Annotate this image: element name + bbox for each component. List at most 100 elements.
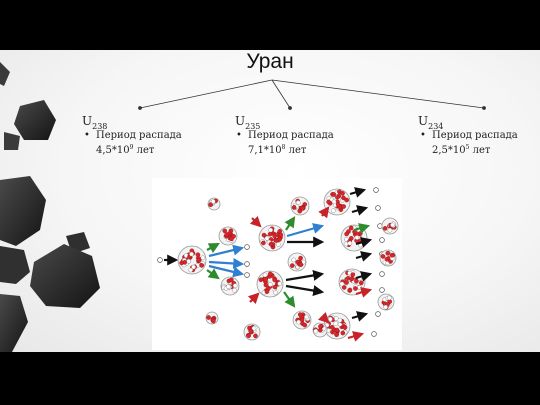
neutron-icon — [188, 267, 194, 273]
title-connectors — [138, 79, 486, 110]
isotope-symbol-u238: U238 — [82, 114, 108, 131]
proton-icon — [206, 315, 211, 320]
neutron-icon — [354, 235, 360, 240]
neutron-icon — [343, 241, 349, 247]
proton-icon — [344, 280, 349, 285]
neutron-icon — [386, 295, 392, 301]
arrow-icon — [247, 292, 260, 305]
proton-icon — [344, 197, 350, 203]
half-life-exponent: 5 — [465, 144, 470, 151]
proton-icon — [329, 324, 335, 330]
proton-icon — [353, 286, 358, 291]
proton-icon — [297, 208, 303, 214]
proton-icon — [298, 262, 304, 267]
proton-icon — [272, 233, 278, 239]
neutron-icon — [330, 208, 336, 214]
proton-icon — [358, 280, 364, 286]
proton-icon — [385, 250, 391, 256]
arrow-icon — [318, 206, 330, 219]
proton-icon — [297, 312, 303, 317]
arrow-icon — [349, 187, 367, 198]
arrow-icon — [206, 268, 220, 280]
proton-icon — [196, 258, 202, 263]
neutron-icon — [331, 199, 337, 205]
arrow-icon — [208, 244, 245, 258]
proton-icon — [291, 205, 297, 210]
arrow-icon — [283, 291, 296, 308]
proton-icon — [334, 327, 340, 333]
neutron-icon — [379, 271, 385, 277]
half-life-exponent: 8 — [281, 144, 286, 151]
half-life-u235: •Период распада 7,1*108 лет — [236, 130, 334, 157]
neutron-icon — [200, 255, 206, 261]
neutron-icon — [390, 222, 395, 228]
proton-icon — [341, 204, 346, 209]
chain-reaction-illustration — [157, 187, 399, 342]
arrow-icon — [285, 270, 325, 282]
proton-icon — [302, 322, 308, 328]
proton-icon — [331, 192, 337, 197]
neutron-icon — [275, 242, 281, 247]
arrow-icon — [355, 287, 373, 298]
arrow-icon — [208, 264, 245, 278]
neutron-icon — [313, 328, 319, 334]
connector-end-icon — [288, 106, 292, 110]
arrow-icon — [249, 215, 262, 228]
neutron-icon — [333, 321, 339, 327]
arrow-icon — [208, 257, 245, 269]
proton-icon — [344, 231, 349, 237]
half-life-u234: •Период распада 2,5*105 лет — [420, 130, 518, 157]
arrow-icon — [284, 216, 296, 231]
half-life-value: 4,5*10 — [96, 145, 130, 156]
slide-title: Уран — [246, 50, 294, 73]
neutron-icon — [357, 285, 362, 290]
proton-icon — [347, 287, 353, 293]
mass-number: 238 — [92, 122, 108, 131]
proton-icon — [261, 240, 266, 246]
proton-icon — [278, 232, 284, 238]
proton-icon — [268, 241, 274, 247]
arrow-icon — [286, 223, 325, 238]
proton-icon — [341, 285, 347, 290]
proton-icon — [289, 263, 295, 268]
isotope-symbol-u235: U235 — [235, 114, 260, 131]
arrow-icon — [353, 223, 371, 234]
connector-end-icon — [138, 106, 142, 110]
neutron-icon — [232, 287, 237, 293]
proton-icon — [334, 332, 339, 338]
neutron-icon — [189, 251, 194, 257]
proton-icon — [248, 328, 254, 334]
half-life-unit: лет — [136, 145, 155, 156]
proton-icon — [298, 255, 303, 261]
neutron-icon — [251, 325, 257, 331]
neutron-icon — [375, 311, 381, 317]
bullet-icon: • — [420, 130, 426, 141]
proton-icon — [340, 330, 346, 336]
neutron-icon — [339, 281, 345, 287]
neutron-icon — [337, 317, 343, 323]
proton-icon — [229, 277, 234, 283]
arrow-icon — [317, 311, 330, 324]
proton-icon — [208, 202, 213, 207]
proton-icon — [341, 195, 346, 201]
neutron-icon — [379, 287, 385, 293]
decorative-cubes — [0, 62, 100, 352]
neutron-icon — [291, 257, 297, 263]
proton-icon — [272, 277, 278, 283]
proton-icon — [389, 252, 395, 258]
arrow-icon — [355, 251, 373, 262]
neutron-icon — [375, 205, 381, 211]
neutron-icon — [191, 264, 196, 270]
bullet-icon: • — [84, 130, 90, 141]
neutron-icon — [244, 272, 250, 278]
cube-icon — [0, 62, 10, 86]
mass-number: 234 — [428, 122, 444, 131]
neutron-icon — [277, 281, 282, 286]
proton-icon — [231, 233, 236, 239]
connector-end-icon — [482, 106, 486, 110]
proton-icon — [380, 254, 386, 259]
proton-icon — [263, 277, 268, 282]
proton-icon — [228, 228, 234, 234]
neutron-icon — [264, 235, 270, 241]
element-symbol: U — [418, 114, 429, 128]
